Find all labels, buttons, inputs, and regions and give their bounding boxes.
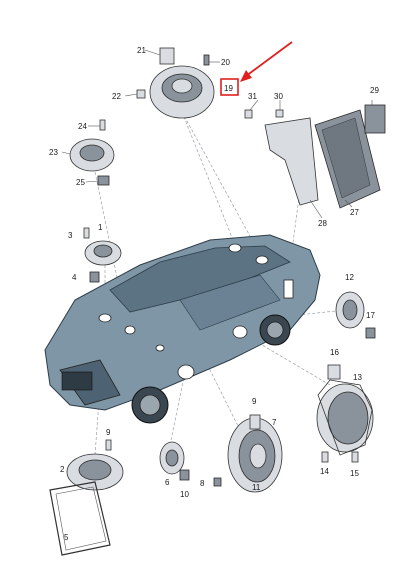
subwoofer-assembly [316,364,374,463]
label-30: 30 [274,92,283,101]
label-20: 20 [221,58,230,67]
amplifier-assembly [244,104,386,209]
label-31: 31 [248,92,257,101]
highlight-callout [220,41,293,96]
door-speaker-assembly [213,414,283,493]
label-1: 1 [98,223,103,232]
label-23: 23 [49,148,58,157]
label-3: 3 [68,231,73,240]
label-8: 8 [200,479,205,488]
label-11: 11 [252,483,261,492]
label-5: 5 [64,533,69,542]
label-9a: 9 [252,397,257,406]
label-16: 16 [330,348,339,357]
speaker-location-markers [98,243,294,380]
label-29: 29 [370,86,379,95]
highlight-box [220,78,239,96]
label-17: 17 [366,311,375,320]
label-13: 13 [353,373,362,382]
label-24: 24 [78,122,87,131]
label-10: 10 [180,490,189,499]
label-27: 27 [350,208,359,217]
label-6: 6 [165,478,170,487]
car-body [44,234,321,424]
label-25: 25 [76,178,85,187]
center-speaker-assembly [136,47,215,119]
label-15: 15 [350,469,359,478]
label-7: 7 [272,418,277,427]
label-9b: 9 [106,428,111,437]
part-labels: 21 20 19 22 31 30 29 24 23 25 28 27 3 1 … [49,46,379,542]
label-4: 4 [72,273,77,282]
label-21: 21 [137,46,146,55]
label-12: 12 [345,273,354,282]
label-14: 14 [320,467,329,476]
front-bass-speaker-assembly [49,439,124,556]
label-19: 19 [224,84,233,93]
label-2: 2 [60,465,65,474]
rear-right-speaker-assembly [335,291,376,339]
label-22: 22 [112,92,121,101]
left-tweeter-assembly [69,119,115,186]
red-arrow-icon [240,70,252,82]
leader-lines [61,49,373,219]
front-left-speaker-assembly [83,227,122,283]
door-tweeter-assembly [159,441,190,481]
label-28: 28 [318,219,327,228]
